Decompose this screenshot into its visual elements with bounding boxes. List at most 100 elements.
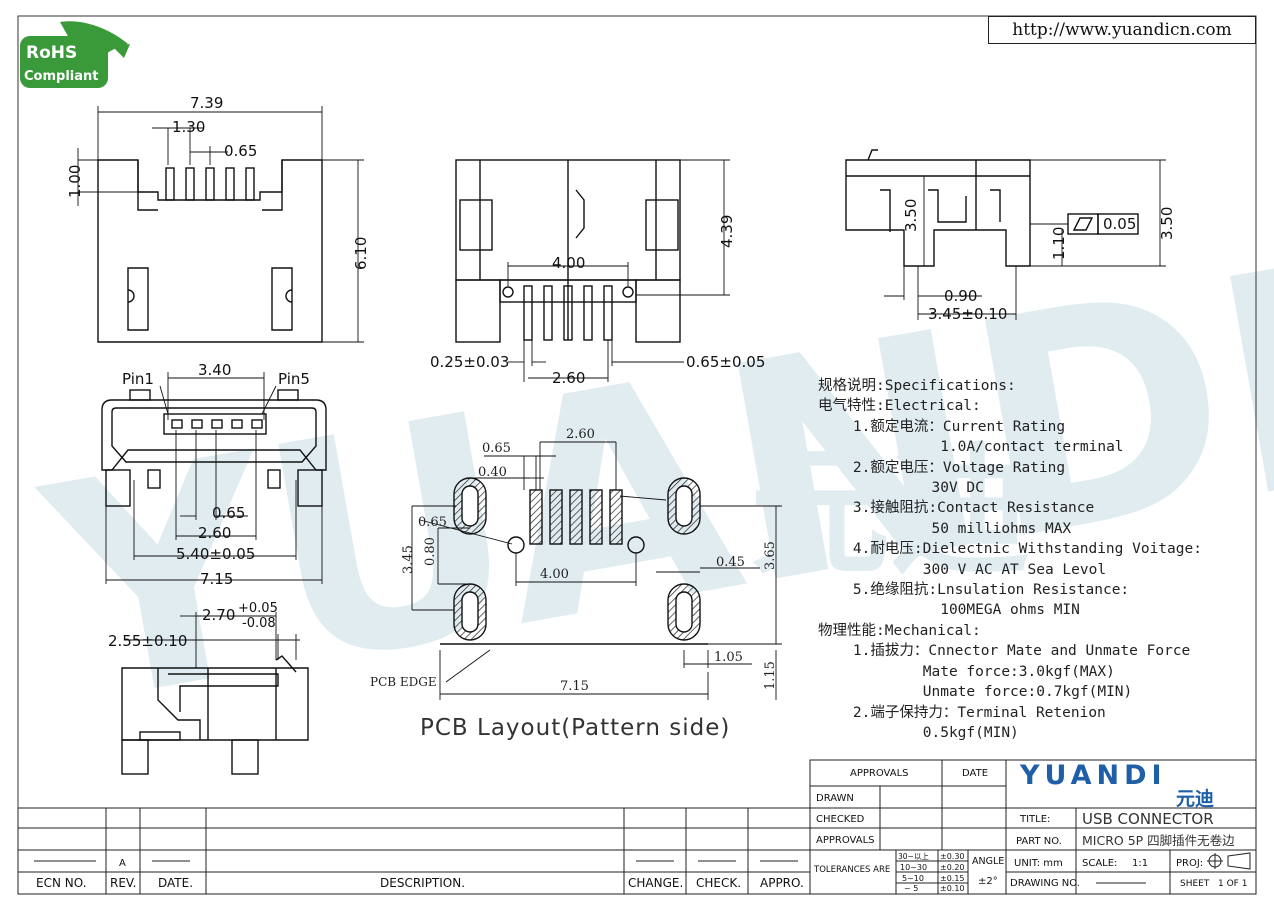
tol-r4b: ±0.10 [940, 884, 965, 893]
tol-r2a: 10~30 [900, 863, 927, 872]
tb-scale-label: SCALE: [1082, 858, 1117, 869]
pcb-dimension-texts: 0.65 2.60 0.40 0.65 3.45 0.80 4.00 0.45 … [370, 427, 778, 694]
tb-checked: CHECKED [816, 814, 865, 825]
spec-line: 4.耐电压:Dielectnic Withstanding Voitage: [818, 541, 1202, 558]
tb-approvals: APPROVALS [850, 768, 909, 779]
tb-unit: UNIT: mm [1014, 858, 1063, 869]
specifications-block: 规格说明:Specifications: 电气特性:Electrical: 1.额… [818, 376, 1202, 743]
dim-7-15-mid: 7.15 [200, 570, 233, 588]
dim-4-39: 4.39 [718, 215, 736, 248]
rohs-badge: RoHS Compliant [20, 21, 130, 88]
pcb-1-15: 1.15 [763, 661, 778, 690]
revision-texts: ECN NO. REV. DATE. DESCRIPTION. CHANGE. … [36, 858, 804, 890]
dim-1-00: 1.00 [66, 165, 84, 198]
pcb-0-45: 0.45 [716, 555, 745, 570]
profile-view [121, 655, 309, 775]
tb-logo: YUANDI [1019, 760, 1167, 791]
tb-proj: PROJ: [1176, 858, 1203, 869]
pcb-0-40: 0.40 [478, 465, 507, 480]
rev-appro: APPRO. [760, 876, 804, 890]
rev-date: DATE. [158, 876, 193, 890]
dim-2-60-mid: 2.60 [198, 524, 231, 542]
tol-r3a: 5~10 [902, 874, 924, 883]
title-block-texts: APPROVALS DATE DRAWN CHECKED APPROVALS T… [813, 760, 1247, 893]
spec-line: 3.接触阻抗:Contact Resistance [818, 500, 1095, 517]
tol-r3b: ±0.15 [940, 874, 965, 883]
dimension-texts: 7.39 1.30 0.65 1.00 6.10 4.39 4.00 0.25±… [66, 94, 1176, 650]
spec-line: 5.绝缘阻抗:Lnsulation Resistance: [818, 582, 1130, 599]
dim-3-45: 3.45±0.10 [928, 305, 1007, 323]
front-view-top [97, 159, 323, 343]
tol-r1b: ±0.30 [940, 852, 965, 861]
dim-5-40: 5.40±0.05 [176, 545, 255, 563]
tb-sheet-of: 1 OF 1 [1218, 879, 1247, 889]
spec-line: 1.额定电流：Current Rating [818, 418, 1066, 435]
pcb-0-80: 0.80 [423, 537, 438, 566]
dim-0-25: 0.25±0.03 [430, 353, 509, 371]
tb-tolerances: TOLERANCES ARE [813, 865, 890, 875]
pcb-0-65-dia: 0.65 [418, 515, 447, 530]
pin5-label: Pin5 [278, 370, 310, 388]
tb-title-label: TITLE: [1019, 814, 1050, 825]
spec-line: 电气特性:Electrical: [818, 398, 981, 415]
tol-r1a: 30~以上 [898, 852, 929, 861]
dim-2-70: 2.70 [202, 606, 235, 624]
dim-1-30: 1.30 [172, 118, 205, 136]
dim-2-70-tol-minus: -0.08 [242, 616, 276, 631]
dim-3-40: 3.40 [198, 361, 231, 379]
pcb-3-45: 3.45 [401, 545, 416, 574]
spec-line: 300 V AC AT Sea Levol [818, 561, 1107, 578]
spec-line: 2.额定电压：Voltage Rating [818, 459, 1066, 476]
rev-rev: REV. [110, 876, 136, 890]
spec-line: Unmate force:0.7kgf(MIN) [818, 684, 1133, 701]
tb-angle-val: ±2° [978, 876, 998, 887]
spec-line: 规格说明:Specifications: [818, 378, 1016, 394]
side-view-middle [455, 159, 681, 343]
tb-part-value: MICRO 5P 四脚插件无卷边 [1082, 833, 1235, 848]
spec-line: 物理性能:Mechanical: [818, 622, 981, 639]
tb-part-label: PART NO. [1016, 836, 1062, 847]
rev-change: CHANGE. [628, 876, 683, 890]
rev-check: CHECK. [696, 876, 741, 890]
rev-ecn: ECN NO. [36, 876, 87, 890]
pcb-7-15: 7.15 [560, 679, 589, 694]
dimension-lines [77, 106, 1166, 700]
dim-1-10: 1.10 [1050, 227, 1068, 260]
tol-r2b: ±0.20 [940, 863, 965, 872]
spec-line: 0.5kgf(MIN) [818, 724, 1019, 741]
website-url[interactable]: http://www.yuandicn.com [988, 16, 1256, 44]
tb-drawing-no: DRAWING NO. [1010, 878, 1080, 889]
spec-line: 30V DC [818, 480, 984, 497]
tb-drawn: DRAWN [816, 793, 854, 804]
dim-2-55: 2.55±0.10 [108, 632, 187, 650]
side-view-right [845, 149, 1139, 267]
dim-3-50-left: 3.50 [902, 199, 920, 232]
dim-3-50-right: 3.50 [1158, 207, 1176, 240]
pcb-4-00: 4.00 [540, 567, 569, 582]
spec-line: 1.插拔力：Cnnector Mate and Unmate Force [818, 643, 1191, 660]
spec-line: Mate force:3.0kgf(MAX) [818, 663, 1115, 680]
pcb-3-65: 3.65 [763, 541, 778, 570]
dim-6-10: 6.10 [352, 237, 370, 270]
tb-title-value: USB CONNECTOR [1082, 810, 1214, 828]
rohs-subtitle: Compliant [24, 69, 98, 84]
tb-logo-cn: 元迪 [1176, 788, 1214, 810]
spec-line: 50 milliohms MAX [818, 520, 1072, 537]
pcb-0-65: 0.65 [482, 441, 511, 456]
tb-approvals-2: APPROVALS [816, 835, 875, 846]
dim-0-65-top: 0.65 [224, 142, 257, 160]
spec-line: 100MEGA ohms MIN [818, 602, 1080, 619]
pcb-layout-title: PCB Layout(Pattern side) [420, 715, 731, 741]
dim-4-00-top: 4.00 [552, 254, 585, 272]
pcb-1-05: 1.05 [714, 650, 743, 665]
watermark-brand-cn: 元迪 [750, 431, 1030, 594]
spec-line: 2.端子保持力：Terminal Retenion [818, 704, 1106, 721]
rev-description: DESCRIPTION. [380, 876, 465, 890]
mating-face-view [101, 389, 327, 507]
pcb-edge-label: PCB EDGE [370, 675, 437, 689]
dim-0-90: 0.90 [944, 287, 977, 305]
dim-2-60-top: 2.60 [552, 369, 585, 387]
tol-r4a: ~ 5 [904, 884, 918, 893]
dim-2-70-tol-plus: +0.05 [238, 601, 278, 616]
